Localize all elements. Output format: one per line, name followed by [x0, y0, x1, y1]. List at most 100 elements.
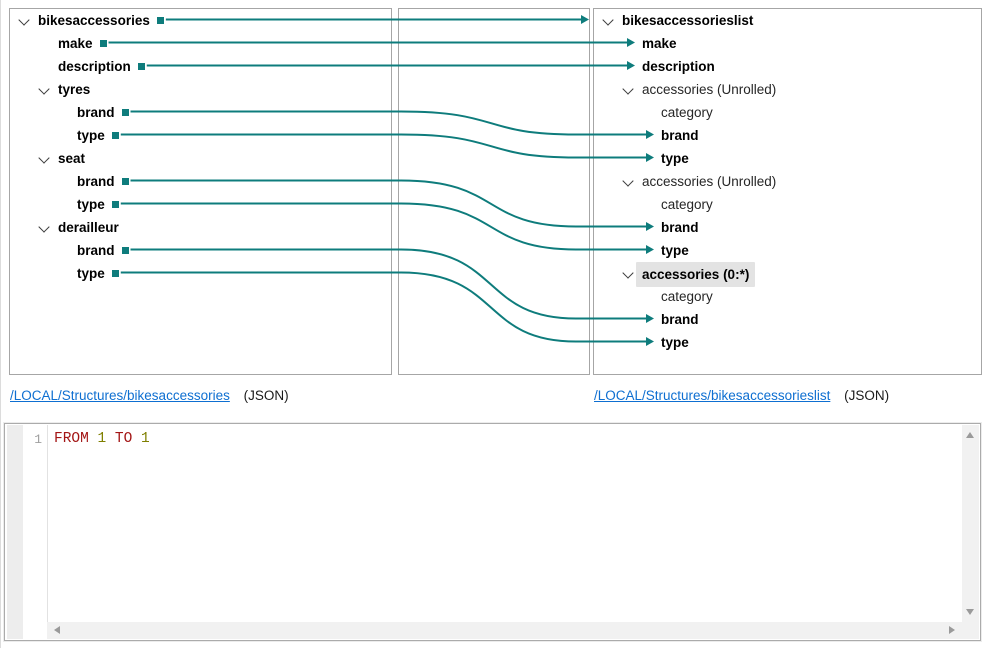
target-structure-link-row: /LOCAL/Structures/bikesaccessorieslist (…	[594, 388, 889, 404]
scroll-right-icon[interactable]	[949, 626, 955, 634]
target-tree-item-type[interactable]: type	[594, 331, 981, 354]
tree-item-label: make	[642, 36, 677, 51]
tree-item-label: brand	[77, 243, 115, 258]
connection-arrowhead-icon	[581, 15, 589, 24]
source-tree-item-brand[interactable]: brand	[10, 101, 391, 124]
tree-item-label: category	[661, 197, 713, 212]
code-token-keyword: FROM	[54, 431, 89, 447]
connection-arrowhead-icon	[646, 130, 654, 139]
code-token-number: 1	[141, 431, 150, 447]
target-tree-item-type[interactable]: type	[594, 147, 981, 170]
target-tree-item-description[interactable]: description	[594, 55, 981, 78]
chevron-down-icon[interactable]	[602, 14, 614, 26]
chevron-down-icon[interactable]	[622, 83, 634, 95]
source-port-icon[interactable]	[111, 132, 119, 139]
source-structure-link-row: /LOCAL/Structures/bikesaccessories (JSON…	[10, 388, 289, 404]
source-tree-item-derailleur[interactable]: derailleur	[10, 216, 391, 239]
source-tree-item-bikesaccessories[interactable]: bikesaccessories	[10, 9, 391, 32]
connection-arrowhead-icon	[627, 38, 635, 47]
source-tree-item-make[interactable]: make	[10, 32, 391, 55]
connection-line[interactable]	[130, 248, 646, 320]
tree-item-label: accessories (Unrolled)	[642, 82, 777, 97]
mapping-canvas-panel[interactable]	[398, 8, 590, 375]
target-tree-item-brand[interactable]: brand	[594, 216, 981, 239]
connection-arrowhead-icon	[646, 314, 654, 323]
connection-line[interactable]	[120, 202, 646, 251]
connection-arrowhead-icon	[646, 337, 654, 346]
tree-item-label: brand	[661, 312, 699, 327]
connection-arrowhead-icon	[627, 61, 635, 70]
tree-item-label: make	[58, 36, 93, 51]
chevron-down-icon[interactable]	[38, 152, 50, 164]
chevron-down-icon[interactable]	[18, 14, 30, 26]
connection-arrowhead-icon	[646, 245, 654, 254]
tree-item-label: accessories (0:*)	[636, 262, 756, 287]
target-tree-item-bikesaccessorieslist[interactable]: bikesaccessorieslist	[594, 9, 981, 32]
source-port-icon[interactable]	[121, 178, 129, 185]
expression-code-line[interactable]: FROM 1 TO 1	[54, 431, 150, 447]
chevron-down-icon[interactable]	[622, 175, 634, 187]
target-tree-item-accessories-unrolled-[interactable]: accessories (Unrolled)	[594, 170, 981, 193]
target-tree-item-accessories-unrolled-[interactable]: accessories (Unrolled)	[594, 78, 981, 101]
source-port-icon[interactable]	[111, 201, 119, 208]
target-tree-item-brand[interactable]: brand	[594, 308, 981, 331]
connection-line[interactable]	[130, 110, 646, 136]
tree-item-label: derailleur	[58, 220, 119, 235]
tree-item-label: brand	[661, 220, 699, 235]
connection-arrowhead-icon	[646, 222, 654, 231]
tree-item-label: category	[661, 289, 713, 304]
editor-vertical-scrollbar[interactable]	[962, 425, 979, 622]
source-tree-item-type[interactable]: type	[10, 193, 391, 216]
tree-item-label: category	[661, 105, 713, 120]
tree-item-label: type	[661, 243, 689, 258]
source-port-icon[interactable]	[156, 17, 164, 24]
target-tree-item-category[interactable]: category	[594, 101, 981, 124]
expression-editor[interactable]: 1 FROM 1 TO 1	[3, 422, 982, 642]
source-port-icon[interactable]	[121, 109, 129, 116]
editor-margin	[7, 425, 23, 639]
target-tree-item-type[interactable]: type	[594, 239, 981, 262]
source-structure-link[interactable]: /LOCAL/Structures/bikesaccessories	[10, 388, 230, 403]
target-tree-item-make[interactable]: make	[594, 32, 981, 55]
tree-item-label: description	[58, 59, 131, 74]
editor-line-number-column: 1	[23, 425, 48, 639]
source-port-icon[interactable]	[121, 247, 129, 254]
source-port-icon[interactable]	[137, 63, 145, 70]
tree-item-label: type	[661, 151, 689, 166]
source-tree-item-brand[interactable]: brand	[10, 239, 391, 262]
source-port-icon[interactable]	[99, 40, 107, 47]
code-token-number: 1	[97, 431, 107, 447]
chevron-down-icon[interactable]	[622, 267, 634, 279]
source-tree-item-type[interactable]: type	[10, 262, 391, 285]
target-structure-link[interactable]: /LOCAL/Structures/bikesaccessorieslist	[594, 388, 831, 403]
scroll-down-icon[interactable]	[966, 609, 974, 615]
target-tree-item-category[interactable]: category	[594, 193, 981, 216]
connection-line[interactable]	[120, 133, 646, 159]
connection-line[interactable]	[130, 179, 646, 228]
connection-line[interactable]	[120, 271, 646, 343]
target-tree-item-brand[interactable]: brand	[594, 124, 981, 147]
tree-item-label: bikesaccessorieslist	[622, 13, 754, 28]
source-port-icon[interactable]	[111, 270, 119, 277]
scroll-up-icon[interactable]	[966, 432, 974, 438]
source-tree-item-brand[interactable]: brand	[10, 170, 391, 193]
chevron-down-icon[interactable]	[38, 83, 50, 95]
chevron-down-icon[interactable]	[38, 221, 50, 233]
source-tree-item-type[interactable]: type	[10, 124, 391, 147]
source-tree-item-description[interactable]: description	[10, 55, 391, 78]
tree-item-label: description	[642, 59, 715, 74]
tree-item-label: tyres	[58, 82, 91, 97]
target-tree-item-accessories-0:*-[interactable]: accessories (0:*)	[594, 262, 981, 287]
tree-item-label: type	[77, 128, 105, 143]
tree-item-label: type	[77, 266, 105, 281]
tree-item-label: bikesaccessories	[38, 13, 150, 28]
target-tree-item-category[interactable]: category	[594, 285, 981, 308]
tree-item-label: brand	[77, 105, 115, 120]
source-format-label: (JSON)	[243, 388, 289, 403]
source-tree-item-tyres[interactable]: tyres	[10, 78, 391, 101]
scroll-left-icon[interactable]	[54, 626, 60, 634]
source-tree-item-seat[interactable]: seat	[10, 147, 391, 170]
editor-horizontal-scrollbar[interactable]	[47, 622, 962, 639]
code-token-keyword: TO	[114, 431, 133, 447]
